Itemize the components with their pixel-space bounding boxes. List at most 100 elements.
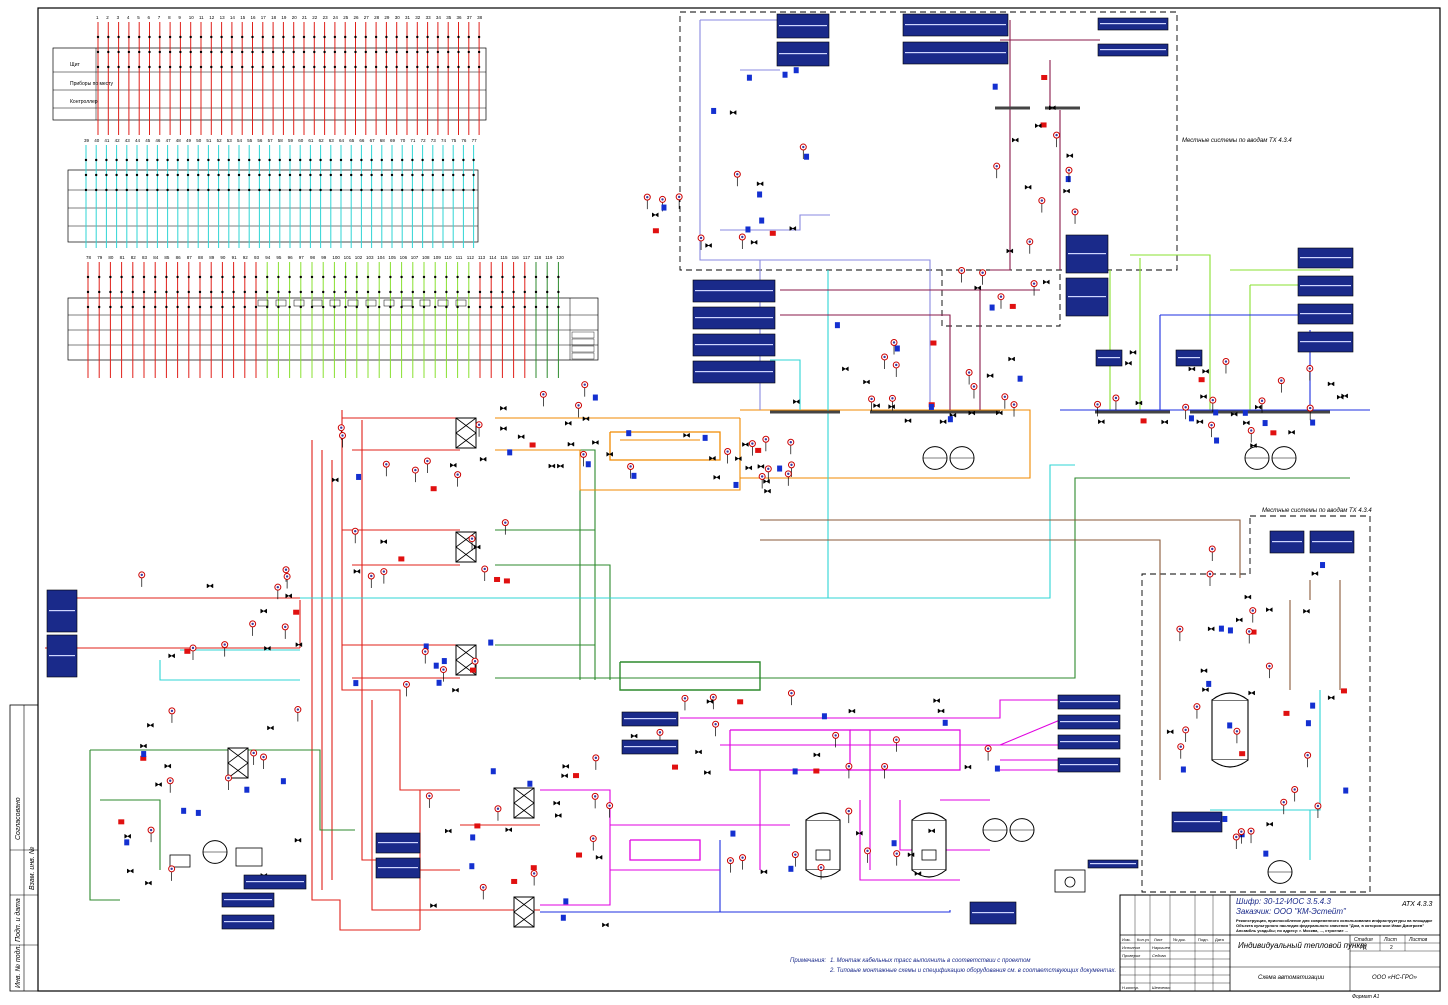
sensor-blue: [1222, 815, 1228, 822]
actuator-red: [1040, 122, 1047, 128]
terminal-dot: [282, 65, 285, 69]
label-text-line: [1068, 253, 1106, 255]
terminal-dot: [434, 290, 437, 294]
terminal-dot: [95, 188, 98, 192]
terminal-dot: [490, 305, 493, 309]
storage-vessel: [1211, 699, 1249, 761]
valve-symbol: [582, 416, 590, 422]
terminal-dot: [148, 50, 151, 54]
terminal-dot: [165, 305, 168, 309]
terminal-dot: [261, 35, 264, 39]
actuator-red: [118, 819, 125, 825]
sensor-blue: [1262, 420, 1268, 427]
terminal-number: 28: [374, 15, 380, 20]
terminal-number: 71: [410, 138, 416, 143]
terminal-dot: [220, 65, 223, 69]
terminal-dot: [422, 275, 426, 279]
terminal-dot: [117, 50, 120, 54]
terminal-dot: [490, 275, 493, 279]
valve-symbol: [567, 441, 575, 447]
terminal-number: 68: [380, 138, 386, 143]
actuator-red: [469, 667, 476, 673]
instrument-mark: [986, 747, 990, 750]
terminal-dot: [176, 305, 179, 309]
instrument-mark: [646, 195, 649, 199]
terminal-dot: [210, 305, 213, 309]
instrument-mark: [414, 468, 417, 472]
terminal-dot: [107, 35, 110, 39]
drain-pit: [1054, 869, 1086, 893]
label-text-line: [1098, 357, 1120, 359]
terminal-dot: [339, 188, 343, 192]
instrument-mark: [477, 423, 481, 426]
label-text-line: [1300, 313, 1351, 315]
terminal-dot: [478, 290, 482, 294]
terminal-dot: [120, 275, 123, 279]
terminal-number: 36: [457, 15, 463, 20]
sensor-blue: [788, 865, 794, 872]
instrument-mark: [251, 622, 254, 626]
valve-symbol: [479, 456, 487, 462]
instrument-mark: [170, 867, 173, 871]
valve-symbol: [793, 399, 800, 405]
pipe-segment: [720, 214, 830, 231]
terminal-dot: [107, 50, 110, 54]
storage-vessel: [911, 819, 947, 871]
valve-symbol: [968, 410, 976, 416]
label-text-line: [1100, 49, 1166, 51]
terminal-dot: [333, 65, 337, 69]
terminal-dot: [333, 50, 337, 54]
terminal-dot: [138, 35, 141, 39]
terminal-dot: [148, 35, 151, 39]
sensor-blue: [124, 839, 130, 846]
valve-symbol: [606, 451, 613, 457]
terminal-number: 114: [489, 255, 497, 260]
terminal-dot: [158, 35, 161, 39]
sensor-blue: [992, 83, 998, 90]
terminal-dot: [237, 188, 241, 192]
terminal-dot: [146, 188, 149, 192]
valve-symbol: [863, 379, 870, 385]
pipe-segment: [495, 477, 1350, 679]
instrument-mark: [442, 668, 445, 671]
valve-symbol: [168, 653, 175, 659]
terminal-dot: [243, 275, 246, 279]
terminal-dot: [288, 188, 292, 192]
staff-role-2: Проверил: [1122, 953, 1141, 958]
terminal-box: [347, 299, 359, 307]
terminal-dot: [179, 35, 182, 39]
terminal-number: 112: [467, 255, 475, 260]
instrument-mark: [473, 660, 477, 663]
sensor-blue: [989, 304, 995, 311]
terminal-dot: [221, 305, 224, 309]
valve-symbol: [430, 903, 437, 909]
sensor-blue: [730, 830, 736, 837]
pipe-segment: [89, 750, 120, 901]
instrument-mark: [1028, 240, 1031, 243]
valve-symbol: [1288, 429, 1295, 435]
sensor-blue: [757, 191, 763, 198]
sensor-blue: [560, 914, 566, 921]
terminal-dot: [268, 158, 271, 162]
terminal-dot: [299, 173, 302, 177]
terminal-dot: [277, 305, 280, 309]
terminal-dot: [261, 50, 264, 54]
terminal-number: 76: [461, 138, 467, 143]
terminal-box: [275, 299, 287, 307]
valve-symbol: [1008, 356, 1015, 362]
staff-role-3: Н.контр.: [1122, 985, 1139, 990]
drawing-subtitle: Схема автоматизации: [1258, 975, 1325, 981]
instrument-mark: [169, 779, 172, 782]
terminal-dot: [84, 158, 88, 162]
valve-symbol: [264, 645, 271, 651]
terminal-dot: [370, 158, 373, 162]
sheet-code: АТХ 4.3.3: [1401, 901, 1433, 908]
sensor-blue: [792, 768, 798, 775]
valve-symbol: [1125, 360, 1132, 366]
pipe-segment: [850, 729, 961, 771]
instrument-mark: [729, 859, 732, 862]
valve-symbol: [380, 539, 387, 545]
actuator-red: [398, 556, 405, 562]
valve-symbol: [1230, 411, 1238, 417]
terminal-dot: [380, 188, 383, 192]
